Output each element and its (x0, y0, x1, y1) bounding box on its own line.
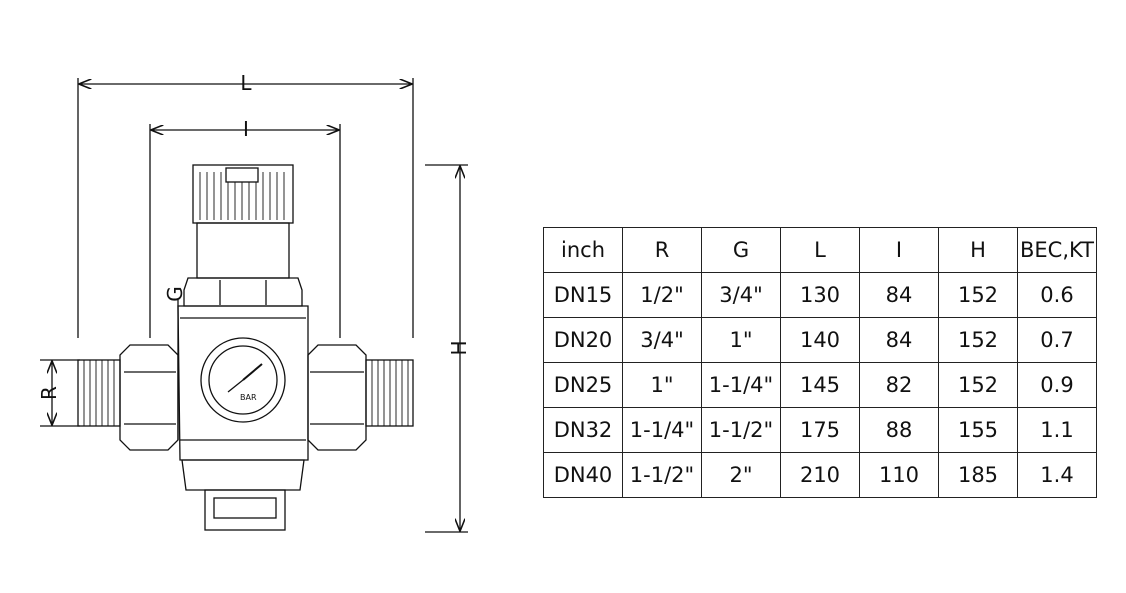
bonnet (183, 222, 303, 307)
table-cell: 3/4" (622, 317, 702, 363)
dimension-R (40, 359, 80, 427)
table-cell: 0.7 (1017, 317, 1097, 363)
table-cell: DN15 (543, 272, 623, 318)
table-row: DN32 1-1/4" 1-1/2" 175 88 155 1.1 (543, 407, 1097, 453)
header-cell: G (701, 227, 781, 273)
left-connection (77, 344, 179, 451)
dimension-I (149, 124, 341, 338)
table-cell: 3/4" (701, 272, 781, 318)
table-cell: 1-1/4" (701, 362, 781, 408)
table-cell: 152 (938, 272, 1018, 318)
table-row: DN15 1/2" 3/4" 130 84 152 0.6 (543, 272, 1097, 318)
table-cell: DN32 (543, 407, 623, 453)
table-cell: 152 (938, 362, 1018, 408)
table-cell: 145 (780, 362, 860, 408)
bottom-housing (181, 459, 305, 531)
table-row: DN20 3/4" 1" 140 84 152 0.7 (543, 317, 1097, 363)
table-cell: 152 (938, 317, 1018, 363)
label-G: G (163, 286, 187, 302)
header-cell: L (780, 227, 860, 273)
table-cell: 1-1/2" (622, 452, 702, 498)
label-I: I (243, 117, 249, 141)
table-cell: 210 (780, 452, 860, 498)
header-cell: inch (543, 227, 623, 273)
table-cell: 185 (938, 452, 1018, 498)
adjustment-knob (192, 164, 294, 224)
table-cell: DN25 (543, 362, 623, 408)
spec-table: inch R G L I H BEC,KT DN15 1/2" 3/4" 130… (543, 227, 1097, 498)
label-R: R (37, 386, 61, 400)
header-cell: BEC,KT (1017, 227, 1097, 273)
table-row: DN25 1" 1-1/4" 145 82 152 0.9 (543, 362, 1097, 408)
table-cell: 0.6 (1017, 272, 1097, 318)
table-cell: 175 (780, 407, 860, 453)
label-L: L (240, 71, 252, 95)
header-cell: H (938, 227, 1018, 273)
dimension-H (425, 164, 468, 533)
table-cell: DN20 (543, 317, 623, 363)
table-cell: 1.1 (1017, 407, 1097, 453)
valve-body (177, 305, 309, 461)
header-cell: R (622, 227, 702, 273)
table-cell: 0.9 (1017, 362, 1097, 408)
table-cell: 140 (780, 317, 860, 363)
table-cell: 1/2" (622, 272, 702, 318)
label-H: H (447, 340, 471, 355)
header-cell: I (859, 227, 939, 273)
right-connection (307, 344, 414, 451)
table-cell: 1-1/2" (701, 407, 781, 453)
table-cell: 82 (859, 362, 939, 408)
table-cell: 88 (859, 407, 939, 453)
table-cell: 1" (701, 317, 781, 363)
table-header-row: inch R G L I H BEC,KT (543, 227, 1097, 273)
valve-drawing: L I H R G BAR (37, 71, 471, 533)
table-cell: 155 (938, 407, 1018, 453)
table-cell: 1.4 (1017, 452, 1097, 498)
table-cell: 1-1/4" (622, 407, 702, 453)
table-cell: 1" (622, 362, 702, 408)
gauge-label: BAR (240, 393, 257, 402)
table-row: DN40 1-1/2" 2" 210 110 185 1.4 (543, 452, 1097, 498)
table-cell: 130 (780, 272, 860, 318)
table-cell: 2" (701, 452, 781, 498)
pressure-gauge (200, 337, 286, 423)
table-cell: 110 (859, 452, 939, 498)
dimension-L (77, 78, 414, 338)
table-cell: 84 (859, 317, 939, 363)
table-cell: DN40 (543, 452, 623, 498)
table-cell: 84 (859, 272, 939, 318)
